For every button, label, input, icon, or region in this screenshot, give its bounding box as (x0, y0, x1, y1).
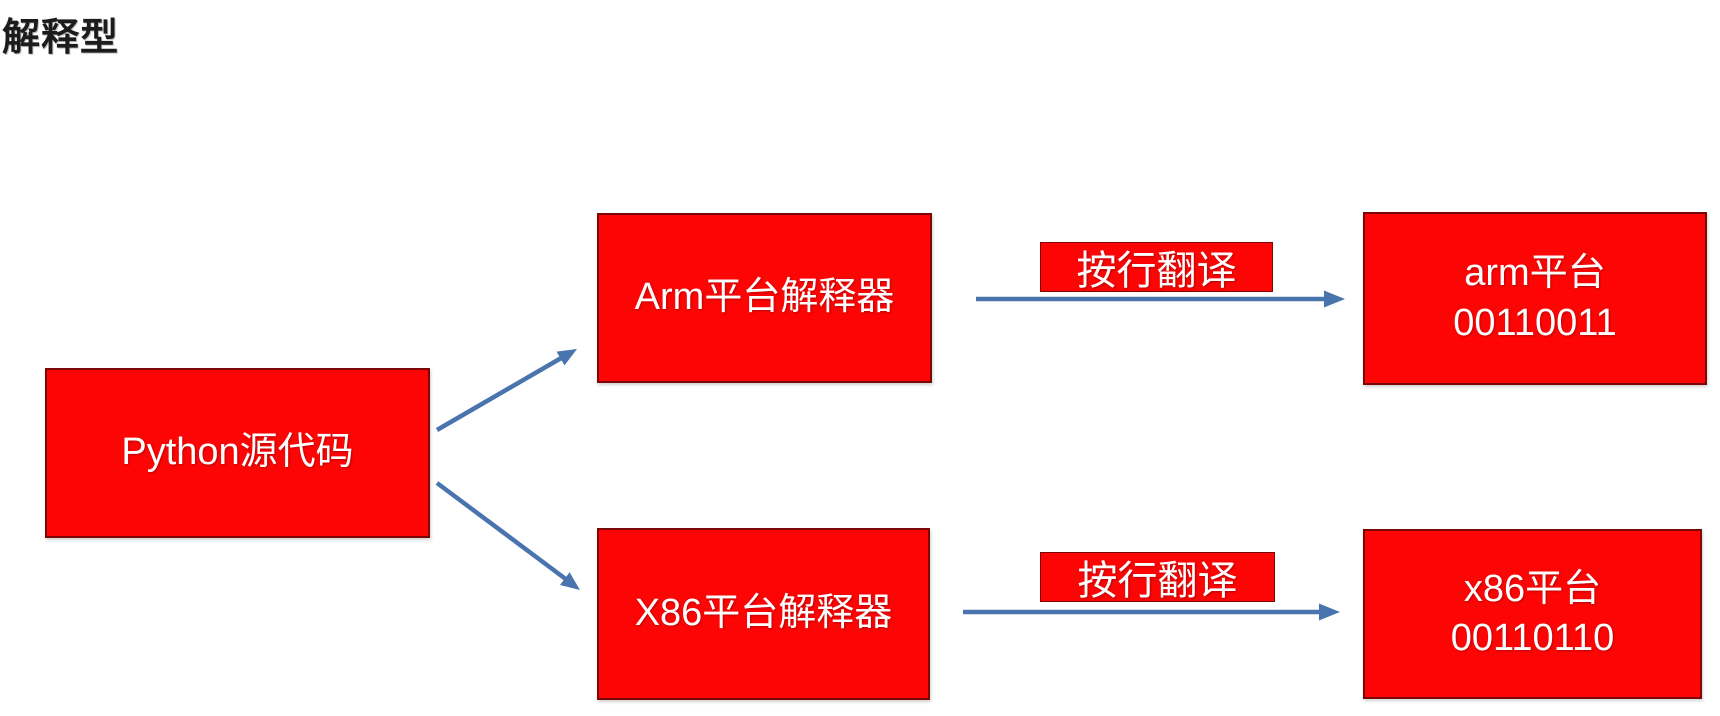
arm-output-binary: 00110011 (1453, 301, 1617, 344)
arm-output-platform: arm平台 (1464, 252, 1606, 294)
translate-by-line-text-bottom: 按行翻译 (1077, 559, 1238, 603)
x86-output-binary: 00110110 (1450, 617, 1615, 659)
translate-by-line-label-top: 按行翻译 (1040, 242, 1273, 293)
arrow-x86-to-output (963, 603, 1340, 621)
arm-interpreter-box: Arm平台解释器 (597, 213, 932, 383)
x86-machine-code-box: x86平台 00110110 (1363, 529, 1702, 699)
python-source-label: Python源代码 (121, 431, 354, 474)
arrow-python-to-arm (435, 349, 577, 432)
python-source-box: Python源代码 (45, 368, 430, 538)
arrow-python-to-x86 (435, 481, 580, 590)
x86-interpreter-box: X86平台解释器 (597, 528, 930, 700)
x86-output-platform: x86平台 (1463, 567, 1602, 610)
arm-machine-code-box: arm平台 00110011 (1363, 212, 1707, 385)
x86-interpreter-label: X86平台解释器 (634, 592, 893, 635)
arm-interpreter-label: Arm平台解释器 (634, 276, 895, 319)
translate-by-line-label-bottom: 按行翻译 (1040, 552, 1275, 603)
page-title: 解释型 (2, 17, 120, 59)
translate-by-line-text-top: 按行翻译 (1076, 249, 1237, 293)
